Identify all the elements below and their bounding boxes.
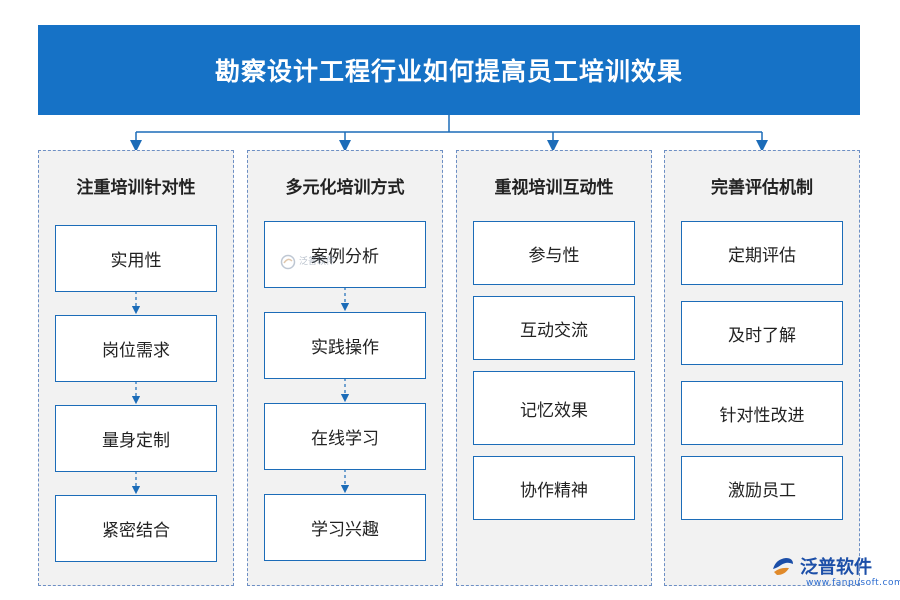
node-participation: 参与性 bbox=[473, 221, 635, 285]
column-interaction: 重视培训互动性 参与性 互动交流 记忆效果 协作精神 bbox=[456, 150, 652, 586]
brand-logo: 泛普软件 bbox=[770, 553, 872, 579]
node-memory: 记忆效果 bbox=[473, 371, 635, 445]
node-motivation: 激励员工 bbox=[681, 456, 843, 520]
node-job-needs: 岗位需求 bbox=[55, 315, 217, 382]
column-evaluation: 完善评估机制 定期评估 及时了解 针对性改进 激励员工 bbox=[664, 150, 860, 586]
node-practice: 实践操作 bbox=[264, 312, 426, 379]
logo-name: 泛普软件 bbox=[800, 557, 872, 578]
logo-url: www.fanpusoft.com bbox=[806, 578, 900, 588]
node-integration: 紧密结合 bbox=[55, 495, 217, 562]
node-tailored: 量身定制 bbox=[55, 405, 217, 472]
diagram-title: 勘察设计工程行业如何提高员工培训效果 bbox=[214, 57, 683, 86]
node-practicality: 实用性 bbox=[55, 225, 217, 292]
node-timely-understanding: 及时了解 bbox=[681, 301, 843, 365]
logo-icon bbox=[773, 558, 793, 575]
node-communication: 互动交流 bbox=[473, 296, 635, 360]
column-title: 完善评估机制 bbox=[711, 178, 813, 198]
node-collaboration: 协作精神 bbox=[473, 456, 635, 520]
column-diverse-methods: 多元化培训方式 案例分析 实践操作 在线学习 学习兴趣 bbox=[247, 150, 443, 586]
column-targeting: 注重培训针对性 实用性 岗位需求 量身定制 紧密结合 bbox=[38, 150, 234, 586]
column-title: 重视培训互动性 bbox=[494, 178, 614, 198]
node-interest: 学习兴趣 bbox=[264, 494, 426, 561]
column-title: 多元化培训方式 bbox=[285, 178, 405, 198]
node-case-study: 案例分析 bbox=[264, 221, 426, 288]
column-title: 注重培训针对性 bbox=[76, 178, 196, 198]
node-online-learning: 在线学习 bbox=[264, 403, 426, 470]
title-banner: 勘察设计工程行业如何提高员工培训效果 bbox=[38, 25, 860, 115]
node-periodic-review: 定期评估 bbox=[681, 221, 843, 285]
node-targeted-improvement: 针对性改进 bbox=[681, 381, 843, 445]
